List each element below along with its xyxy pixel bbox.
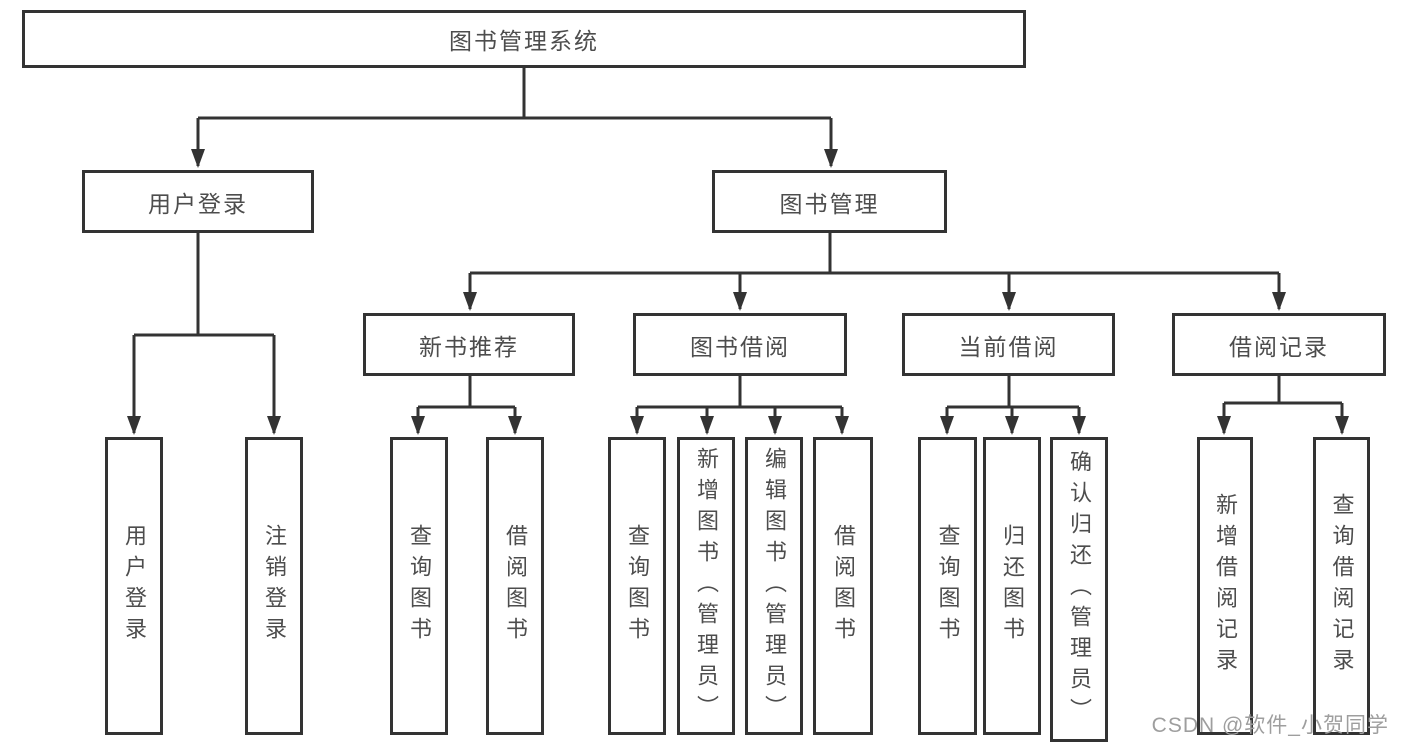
node-book-management: 图书管理 <box>712 170 947 233</box>
leaf-label: 确认归还（管理员） <box>1067 450 1092 729</box>
leaf-add-books-admin: 新增图书（管理员） <box>677 437 735 735</box>
leaf-edit-books-admin: 编辑图书（管理员） <box>745 437 803 735</box>
leaf-label: 注销登录 <box>262 524 287 648</box>
leaf-label: 借阅图书 <box>831 524 856 648</box>
leaf-label: 编辑图书（管理员） <box>762 446 787 726</box>
leaf-label: 新增图书（管理员） <box>694 446 719 726</box>
node-current-borrowing: 当前借阅 <box>902 313 1115 376</box>
leaf-label: 查询图书 <box>625 524 650 648</box>
leaf-logout: 注销登录 <box>245 437 303 735</box>
leaf-label: 查询图书 <box>935 524 961 648</box>
node-book-borrowing: 图书借阅 <box>633 313 847 376</box>
leaf-label: 归还图书 <box>1000 524 1025 648</box>
csdn-watermark: CSDN @软件_小贺同学 <box>1151 714 1389 737</box>
connector-book-borrowing <box>635 376 844 433</box>
node-new-book-recommend: 新书推荐 <box>363 313 575 376</box>
connector-book-management <box>468 233 1281 309</box>
leaf-label: 查询借阅记录 <box>1329 493 1355 679</box>
leaf-borrow-books-recommend: 借阅图书 <box>486 437 544 735</box>
leaf-confirm-return-admin: 确认归还（管理员） <box>1050 437 1108 742</box>
leaf-borrow-books: 借阅图书 <box>813 437 873 735</box>
connector-borrowing-records <box>1222 376 1344 433</box>
leaf-query-books-current: 查询图书 <box>918 437 977 735</box>
node-library-system: 图书管理系统 <box>22 10 1026 68</box>
leaf-label: 借阅图书 <box>503 524 528 648</box>
connector-root <box>196 68 833 166</box>
leaf-return-books: 归还图书 <box>983 437 1041 735</box>
connector-user-login <box>132 233 276 433</box>
leaf-query-books-borrowing: 查询图书 <box>608 437 666 735</box>
leaf-query-books-recommend: 查询图书 <box>390 437 448 735</box>
leaf-add-borrow-record: 新增借阅记录 <box>1197 437 1253 735</box>
leaf-label: 用户登录 <box>122 524 147 648</box>
leaf-user-login: 用户登录 <box>105 437 163 735</box>
connector-new-book-recommend <box>416 376 517 433</box>
arrowheads <box>127 149 1349 435</box>
node-user-login: 用户登录 <box>82 170 314 233</box>
leaf-label: 查询图书 <box>407 524 432 648</box>
leaf-query-borrow-record: 查询借阅记录 <box>1313 437 1370 735</box>
leaf-label: 新增借阅记录 <box>1213 493 1238 679</box>
node-borrowing-records: 借阅记录 <box>1172 313 1386 376</box>
